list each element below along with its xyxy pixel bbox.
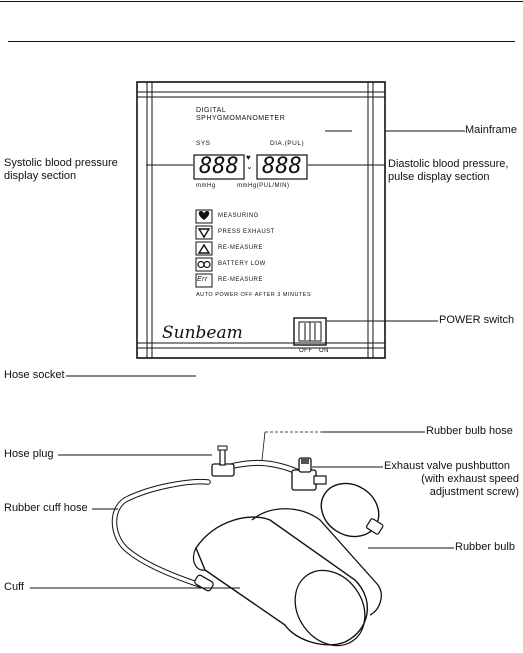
label-exhaust-line3: adjustment screw) — [429, 486, 519, 498]
label-exhaust-line2: (with exhaust speed — [421, 473, 519, 485]
hose-plug — [211, 445, 235, 477]
label-exhaust-line1: Exhaust valve pushbutton — [384, 460, 510, 472]
label-hose-socket: Hose socket — [4, 369, 65, 381]
top-rule — [0, 1, 523, 2]
device-title-line2: SPHYGMOMANOMETER — [196, 115, 286, 122]
label-cuff: Cuff — [4, 581, 24, 593]
indicator-icons — [195, 209, 213, 288]
dia-label: DIA.(PUL) — [270, 140, 305, 147]
label-hose-plug: Hose plug — [4, 448, 54, 460]
label-systolic-line2: display section — [4, 170, 77, 182]
lcd-center-arrow-icon: ⌄ — [246, 162, 254, 171]
switch-off-label: OFF — [299, 348, 313, 354]
unit-right: mmHg(PUL/MIN) — [237, 183, 290, 189]
unit-left: mmHg — [196, 183, 216, 189]
lcd-center-heart-icon: ♥ — [246, 153, 252, 162]
label-rubber-cuff-hose: Rubber cuff hose — [4, 502, 88, 514]
mainframe-outline — [136, 81, 386, 359]
heart-icon — [198, 211, 210, 220]
label-rubber-bulb-hose: Rubber bulb hose — [426, 425, 513, 437]
indicator-text-3: BATTERY LOW — [218, 261, 266, 267]
systolic-digits: 888 — [199, 154, 239, 179]
diastolic-digits: 888 — [262, 154, 302, 179]
label-diastolic-line1: Diastolic blood pressure, — [388, 158, 509, 170]
label-systolic-line1: Systolic blood pressure — [4, 157, 118, 169]
cuff — [193, 508, 382, 647]
power-switch-housing — [293, 317, 327, 346]
label-power-switch: POWER switch — [439, 314, 515, 326]
indicator-text-0: MEASURING — [218, 213, 259, 219]
down-arrow-icon — [197, 228, 211, 239]
indicator-text-4: RE-MEASURE — [218, 277, 264, 283]
err-icon: Err — [197, 276, 208, 283]
diastolic-lcd — [256, 154, 308, 180]
auto-power-text: AUTO POWER OFF AFTER 3 MINUTES — [196, 292, 312, 298]
indicator-text-2: RE-MEASURE — [218, 245, 264, 251]
rubber-bulb — [320, 482, 384, 538]
battery-icon — [197, 260, 211, 269]
label-diastolic-line2: pulse display section — [388, 171, 490, 183]
label-rubber-bulb: Rubber bulb — [455, 541, 515, 553]
label-mainframe: Mainframe — [465, 124, 517, 136]
switch-on-label: ON — [319, 348, 329, 354]
header-rule — [8, 41, 515, 42]
exhaust-valve — [291, 457, 327, 491]
systolic-lcd — [193, 154, 245, 180]
sys-label: SYS — [196, 140, 211, 147]
brand-logo: Sunbeam — [162, 323, 243, 343]
device-title-line1: DIGITAL — [196, 107, 227, 114]
up-arrow-icon — [197, 243, 211, 254]
indicator-text-1: PRESS EXHAUST — [218, 229, 275, 235]
